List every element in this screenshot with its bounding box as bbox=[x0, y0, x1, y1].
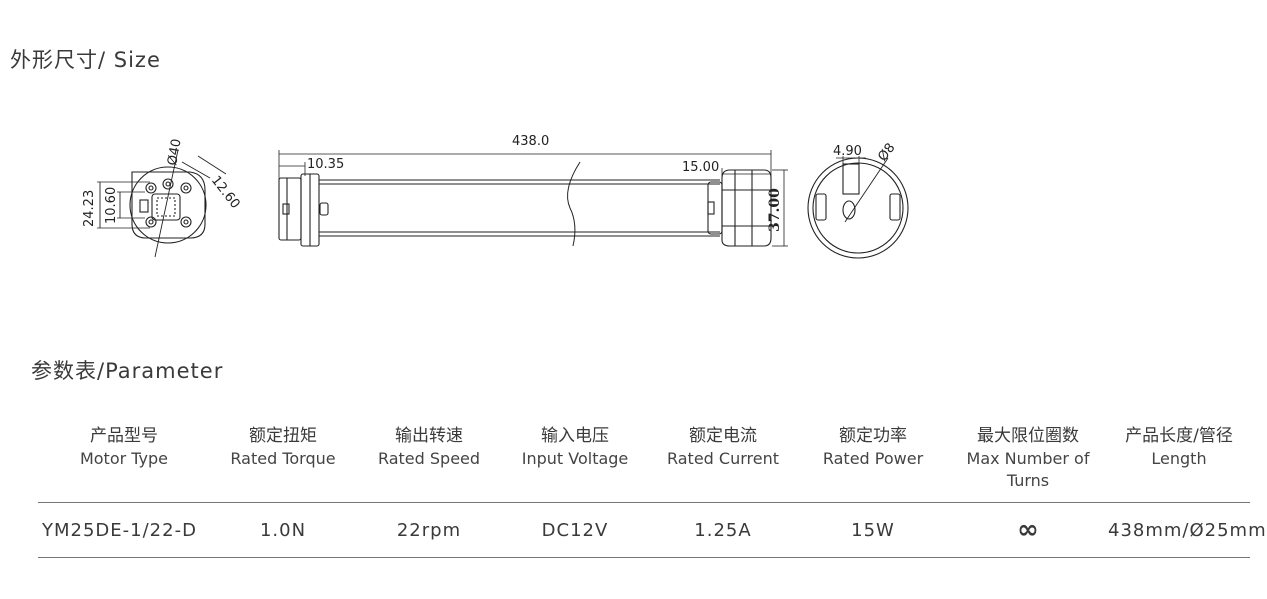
head-flange-circle bbox=[129, 166, 207, 244]
head-center-inner bbox=[156, 197, 176, 217]
tube-end-ring bbox=[707, 181, 723, 235]
tail-shaft-slot bbox=[842, 163, 860, 195]
head-center-block bbox=[151, 193, 181, 221]
cell-model: YM25DE-1/22-D bbox=[42, 519, 197, 541]
tail-key-right bbox=[889, 193, 901, 221]
head-hole-br bbox=[180, 216, 192, 228]
tube-head-clip bbox=[282, 203, 290, 215]
head-hole-bl bbox=[145, 216, 157, 228]
motor-technical-drawing: Ø40 12.60 24.23 10.60 bbox=[82, 134, 909, 259]
dim-dia-8: Ø8 bbox=[875, 141, 898, 165]
cell-current: 1.25A bbox=[694, 519, 752, 541]
tube-head-flange bbox=[278, 177, 302, 241]
tube-break-curve bbox=[567, 161, 581, 247]
cell-power: 15W bbox=[851, 519, 895, 541]
dim-12-60: 12.60 bbox=[208, 173, 243, 212]
dim-24-23: 24.23 bbox=[82, 190, 97, 227]
dim-10-60: 10.60 bbox=[104, 187, 119, 224]
cell-voltage: DC12V bbox=[541, 519, 609, 541]
head-side-slot bbox=[139, 199, 149, 213]
head-hole-tr-in bbox=[183, 185, 189, 191]
tube-end-clip bbox=[707, 201, 715, 215]
parameter-section-title: 参数表/Parameter bbox=[31, 359, 224, 383]
infinity-icon: ∞ bbox=[1017, 515, 1039, 545]
dim-37-00: 37.00 bbox=[767, 188, 783, 232]
head-diag-line bbox=[154, 149, 179, 258]
head-hole-tr bbox=[180, 182, 192, 194]
head-hole-top bbox=[162, 178, 174, 190]
tail-key-left bbox=[815, 193, 827, 221]
head-outline bbox=[131, 171, 206, 239]
dim-dia-40: Ø40 bbox=[165, 138, 184, 167]
head-hole-tl-in bbox=[148, 185, 154, 191]
head-hole-bl-in bbox=[148, 219, 154, 225]
cell-turns: ∞ bbox=[948, 503, 1108, 558]
tube-collar-clip bbox=[319, 202, 329, 216]
table-row: YM25DE-1/22-D 1.0N 22rpm DC12V 1.25A 15W… bbox=[38, 503, 1267, 558]
tail-end-view bbox=[807, 156, 909, 259]
dim-4-90: 4.90 bbox=[833, 144, 862, 159]
tail-dia-line bbox=[844, 157, 889, 223]
cell-torque: 1.0N bbox=[259, 519, 307, 541]
head-hole-br-in bbox=[183, 219, 189, 225]
head-dim-12-60-line-a bbox=[181, 161, 211, 179]
dim-15-00: 15.00 bbox=[682, 160, 719, 175]
head-hole-tl bbox=[145, 182, 157, 194]
tube-side-view bbox=[278, 150, 788, 247]
head-hole-top-in bbox=[165, 181, 171, 187]
size-section-title: 外形尺寸/ Size bbox=[10, 48, 161, 72]
head-dim-12-60-line-b bbox=[197, 155, 227, 175]
tube-end-cap bbox=[721, 169, 772, 247]
tail-inner-circle bbox=[812, 162, 904, 254]
tail-outer-circle bbox=[807, 157, 909, 259]
cell-speed: 22rpm bbox=[396, 519, 462, 541]
tail-center-hole bbox=[842, 200, 856, 220]
dim-10-35: 10.35 bbox=[307, 157, 344, 172]
dim-overall-length: 438.0 bbox=[512, 134, 549, 149]
cell-length: 438mm/Ø25mm bbox=[1108, 519, 1267, 541]
head-end-view bbox=[97, 149, 227, 258]
